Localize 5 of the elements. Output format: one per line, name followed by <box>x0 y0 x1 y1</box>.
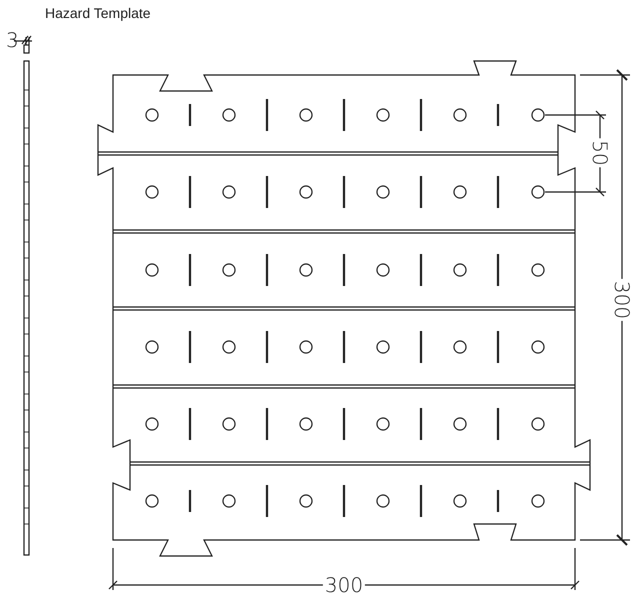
dimension-text: 300 <box>322 575 366 595</box>
dimension-text: 300 <box>612 278 632 322</box>
dimension-text: 3 <box>5 30 20 50</box>
dimension-text: 50 <box>590 138 610 168</box>
title: Hazard Template <box>45 6 151 20</box>
